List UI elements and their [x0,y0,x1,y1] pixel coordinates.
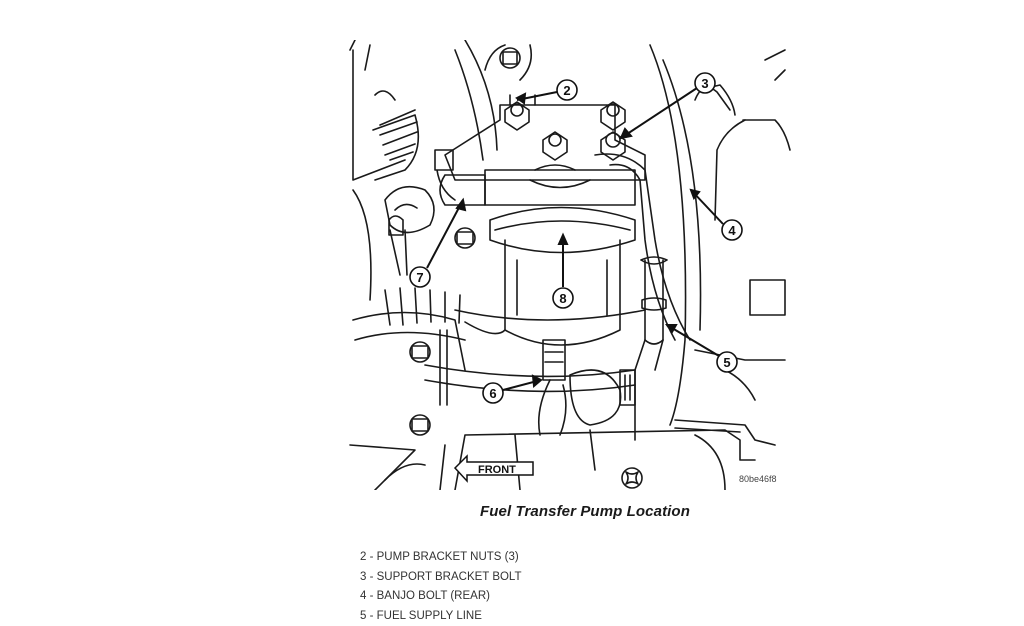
parts-legend: 2PUMP BRACKET NUTS (3) 3SUPPORT BRACKET … [360,548,522,626]
legend-number: 3 [360,571,377,583]
figure-caption: Fuel Transfer Pump Location [480,503,690,520]
legend-item: 5FUEL SUPPLY LINE [360,607,522,626]
fuel-transfer-pump-illustration: 2 3 4 5 6 7 8 FRONT [345,40,795,490]
legend-number: 4 [360,590,377,602]
figure-id: 80be46f8 [739,474,777,484]
front-direction-arrow: FRONT [455,456,533,481]
callout-2: 2 [557,80,577,100]
callout-7: 7 [410,267,430,287]
svg-text:7: 7 [416,270,423,285]
callout-5: 5 [717,352,737,372]
legend-number: 5 [360,610,377,622]
svg-text:8: 8 [559,291,566,306]
callout-6: 6 [483,383,503,403]
legend-item: 4BANJO BOLT (REAR) [360,587,522,607]
legend-label: FUEL SUPPLY LINE [377,610,482,622]
legend-label: BANJO BOLT (REAR) [377,590,490,602]
svg-text:5: 5 [723,355,730,370]
legend-label: PUMP BRACKET NUTS (3) [377,551,519,563]
line-art-drawing: 2 3 4 5 6 7 8 FRONT [345,40,795,490]
legend-item: 3SUPPORT BRACKET BOLT [360,568,522,588]
svg-text:3: 3 [701,76,708,91]
svg-text:6: 6 [489,386,496,401]
legend-number: 2 [360,551,377,563]
legend-item: 2PUMP BRACKET NUTS (3) [360,548,522,568]
legend-label: SUPPORT BRACKET BOLT [377,571,522,583]
svg-text:4: 4 [728,223,736,238]
callout-3: 3 [695,73,715,93]
svg-text:FRONT: FRONT [478,464,516,476]
callout-8: 8 [553,288,573,308]
callout-4: 4 [722,220,742,240]
svg-text:2: 2 [563,83,570,98]
